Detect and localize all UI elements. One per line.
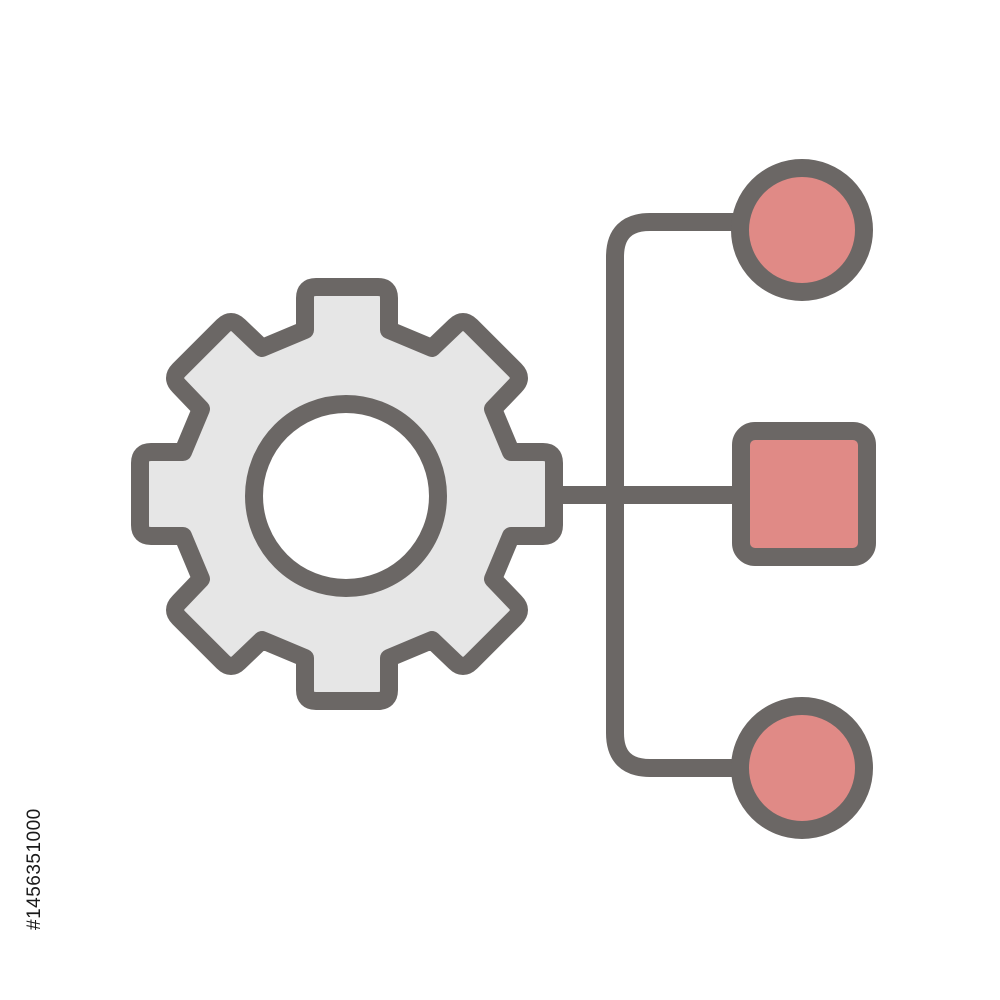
connector-lines <box>546 213 749 777</box>
watermark-id-text: #1456351000 <box>24 808 45 930</box>
gear-center-hole <box>245 395 447 597</box>
node-circle-top <box>731 159 873 301</box>
gear-icon <box>131 278 563 710</box>
node-square-middle <box>732 422 876 566</box>
node-circle-bottom <box>731 697 873 839</box>
connector-branch-line <box>606 213 749 777</box>
